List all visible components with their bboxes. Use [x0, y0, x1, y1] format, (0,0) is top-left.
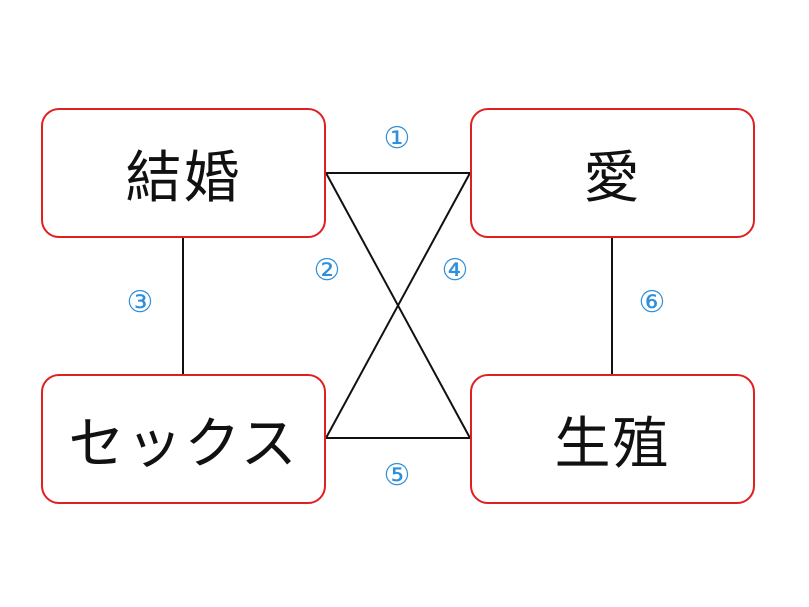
- edge-label-1: ①: [383, 120, 411, 156]
- node-kekkon: 結婚: [41, 108, 326, 238]
- edge-label-3: ③: [126, 284, 154, 320]
- node-seisyoku: 生殖: [470, 374, 755, 504]
- node-sex-label: セックス: [68, 411, 299, 477]
- edge-label-2: ②: [313, 252, 341, 288]
- edge-label-4: ④: [441, 252, 469, 288]
- edge-label-5: ⑤: [383, 457, 411, 493]
- edge-4-line: [325, 172, 471, 439]
- node-ai: 愛: [470, 108, 755, 238]
- node-ai-label: 愛: [583, 145, 642, 211]
- node-sex: セックス: [41, 374, 326, 504]
- node-kekkon-label: 結婚: [125, 145, 242, 211]
- node-seisyoku-label: 生殖: [554, 411, 671, 477]
- edge-label-6: ⑥: [638, 284, 666, 320]
